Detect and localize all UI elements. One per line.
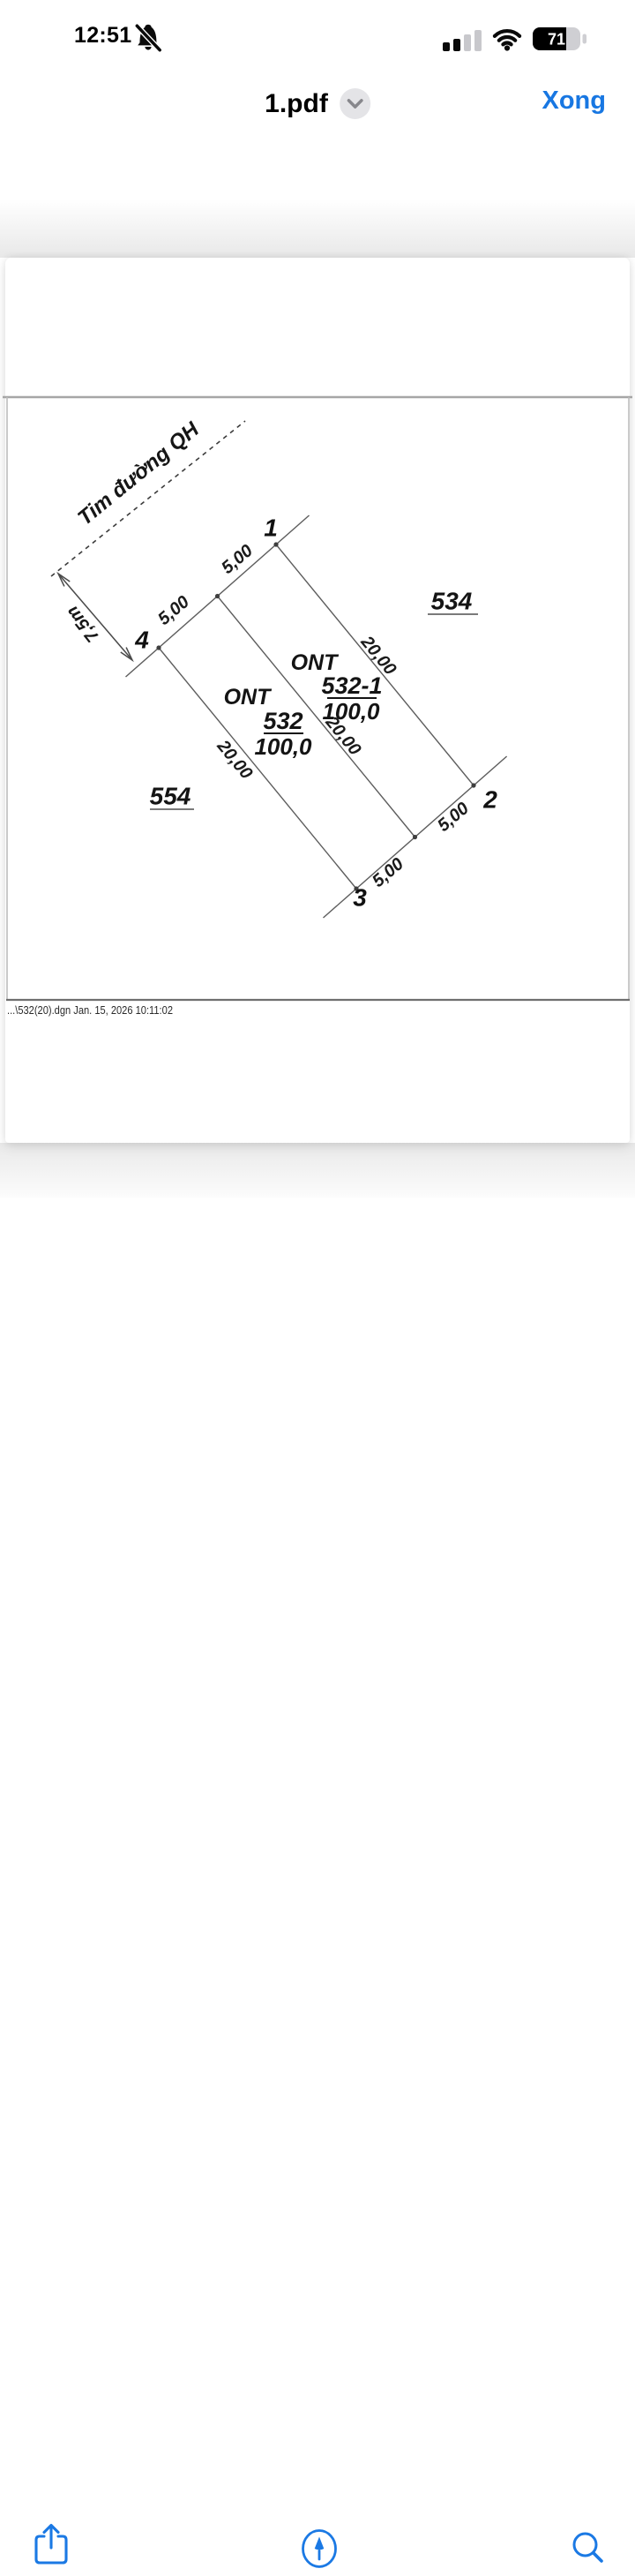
chevron-down-icon: [347, 99, 363, 109]
page-top-shadow: [0, 199, 635, 258]
cellular-signal-icon: [443, 26, 482, 56]
share-icon: [34, 2523, 68, 2565]
status-icons: 71: [443, 26, 589, 56]
battery-icon: 71: [533, 26, 589, 56]
pdf-page: [5, 258, 630, 1143]
clock: 12:51: [74, 23, 132, 48]
search-button[interactable]: [564, 2523, 613, 2572]
nav-bar: 1.pdf Xong: [0, 81, 635, 141]
document-title: 1.pdf: [265, 88, 328, 118]
share-button[interactable]: [26, 2520, 76, 2570]
bottom-toolbar: [0, 1253, 635, 2568]
markup-icon: [302, 2529, 337, 2568]
battery-percent: 71: [548, 31, 565, 49]
document-title-menu[interactable]: 1.pdf: [265, 88, 370, 119]
search-icon: [572, 2532, 603, 2563]
markup-button[interactable]: [295, 2524, 344, 2573]
page-bottom-shadow: [0, 1143, 635, 1198]
done-button[interactable]: Xong: [542, 86, 607, 115]
status-bar: 12:51: [0, 0, 635, 64]
notifications-silenced-icon: [131, 20, 166, 56]
wifi-icon: [489, 26, 525, 56]
file-menu-chevron-button[interactable]: [339, 88, 370, 119]
